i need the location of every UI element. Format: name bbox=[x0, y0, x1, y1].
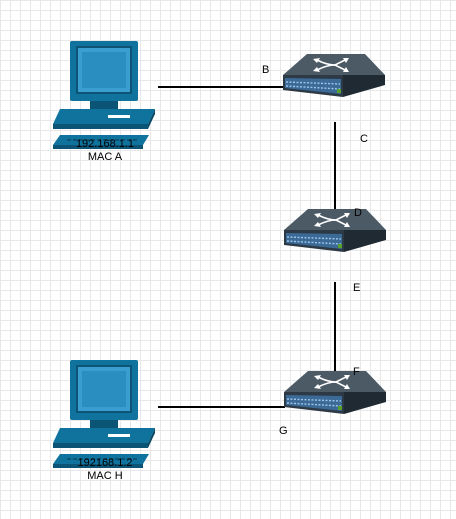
port-label-f: F bbox=[353, 366, 360, 378]
computer-h-mac: MAC H bbox=[87, 470, 123, 482]
switch-2-icon[interactable] bbox=[283, 208, 387, 253]
port-label-d: D bbox=[354, 207, 362, 219]
computer-a-ip: 192.168.1.1 bbox=[76, 138, 134, 150]
switch-3-icon[interactable] bbox=[283, 370, 387, 415]
port-label-e: E bbox=[353, 282, 360, 294]
switch-1-icon[interactable] bbox=[282, 53, 386, 98]
computer-a-icon[interactable] bbox=[52, 40, 156, 150]
computer-h-ip: 192168.1.2 bbox=[77, 457, 132, 469]
computer-h-icon[interactable] bbox=[52, 359, 156, 469]
port-label-b: B bbox=[262, 64, 269, 76]
port-label-g: G bbox=[279, 425, 288, 437]
port-label-c: C bbox=[360, 133, 368, 145]
computer-a-mac: MAC A bbox=[88, 151, 123, 163]
